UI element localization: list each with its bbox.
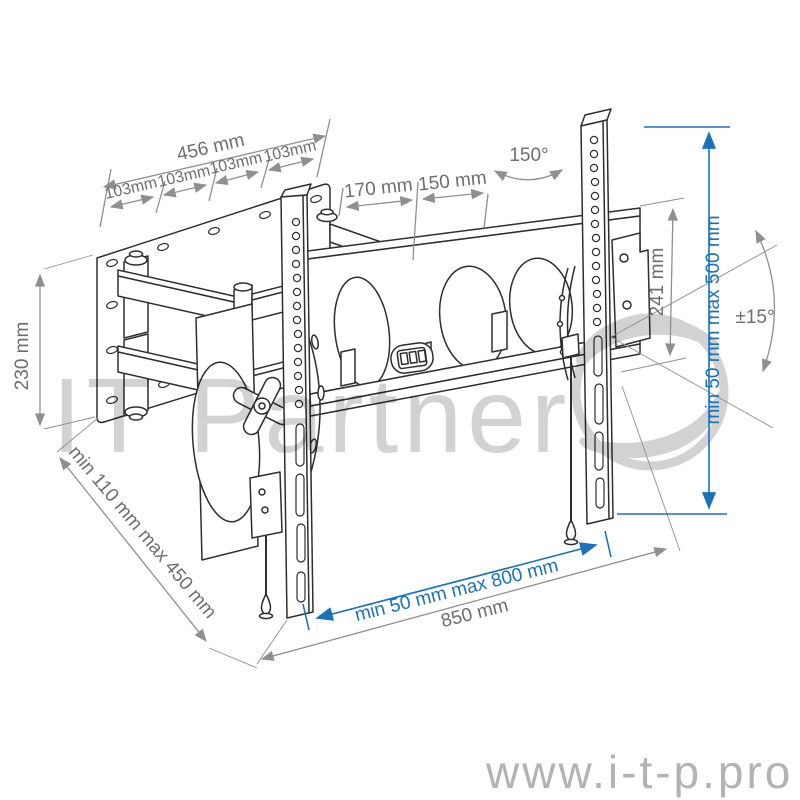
dim-swivel-angle: 150° — [509, 145, 548, 166]
mount-drawing — [96, 108, 651, 620]
vesa-rail-right — [580, 108, 614, 525]
tilt-knob — [232, 376, 292, 436]
dim-vesa-vertical-range: min 50 mm max 500 mm — [703, 215, 724, 424]
dim-tilt-angle: ±15° — [735, 307, 774, 328]
dim-bracket-height: 241 mm — [647, 248, 668, 317]
beam-connector — [390, 342, 434, 374]
watermark-brand-text: IT Partner — [52, 357, 571, 475]
website-watermark: www.i-t-p.pro — [485, 746, 793, 798]
dim-plate-height: 230 mm — [12, 322, 33, 391]
pull-cord-right — [561, 333, 580, 546]
blue-dimensions — [302, 126, 730, 631]
gray-dimensions — [34, 118, 778, 669]
